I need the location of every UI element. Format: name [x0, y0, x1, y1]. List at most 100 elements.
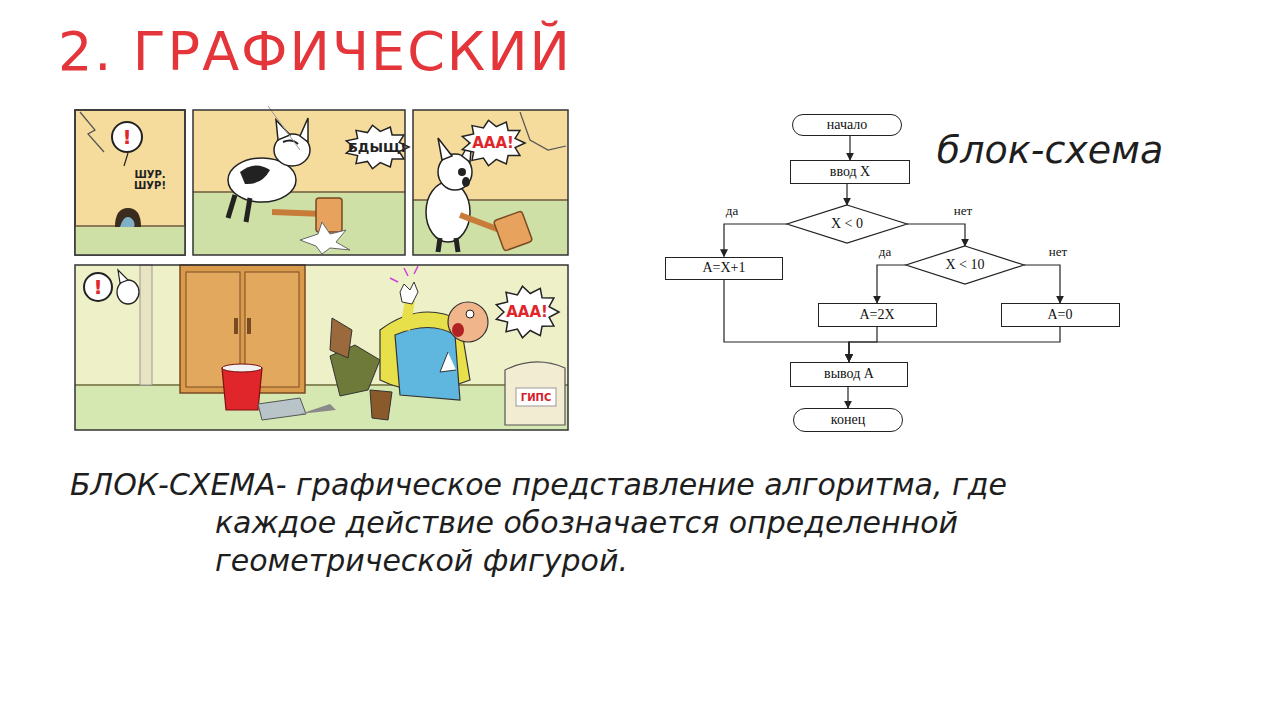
speech-burst — [346, 125, 409, 169]
exclamation-mark: ! — [122, 125, 131, 149]
comic-panel-2-part — [300, 222, 350, 254]
comic-panel-1-part — [115, 208, 141, 227]
comic-panel-4-part — [118, 270, 128, 283]
node-text: X < 10 — [945, 257, 984, 273]
bag-label: ГИПС — [521, 392, 551, 403]
branch-label: да — [724, 203, 740, 219]
scream-text: ААА! — [472, 134, 514, 152]
comic-panel-4-part — [448, 302, 488, 342]
comic-panel-3-part — [456, 238, 458, 252]
speech-burst — [496, 286, 559, 337]
diamond-outline — [906, 246, 1024, 284]
comic-panel-2-part — [228, 195, 235, 218]
flow-connector — [846, 184, 847, 205]
comic-panel-4-part — [140, 265, 152, 385]
comic-panel-4-part — [75, 385, 568, 430]
comic-panel-4-part — [395, 328, 460, 401]
comic-panel-2-part — [193, 191, 405, 193]
comic-panel-3-part — [458, 168, 466, 176]
comic-panel-4-part — [117, 280, 139, 304]
input-box: ввод X — [790, 160, 910, 184]
comic-panel-3 — [413, 110, 568, 255]
speech-burst — [462, 120, 525, 166]
slide-title: 2. ГРАФИЧЕСКИЙ — [58, 20, 572, 83]
comic-panel-4-part — [234, 318, 238, 334]
comic-panel-3-part — [413, 110, 568, 255]
comic-panel-4-part — [222, 364, 262, 372]
process-box: A=X+1 — [665, 257, 783, 280]
decision-diamond: X < 0 — [787, 205, 907, 243]
comic-panel-2-part — [240, 165, 270, 184]
comic-panel-4-part — [84, 273, 112, 301]
comic-panel-4-part — [247, 318, 251, 334]
comic-panel-3-part — [462, 120, 525, 166]
diamond-outline — [787, 205, 907, 243]
comic-panel-2-part — [268, 106, 300, 150]
node-text: вывод A — [824, 366, 874, 382]
comic-panel-1-part — [75, 110, 185, 255]
comic-panel-4-part — [452, 323, 464, 337]
comic-panel-4-part — [222, 368, 262, 410]
comic-panel-1-part — [75, 226, 185, 255]
comic-panel-2-part — [246, 198, 250, 222]
flow-connector — [847, 387, 848, 409]
node-text: X < 0 — [831, 216, 863, 232]
flowchart-heading: блок-схема — [937, 128, 1163, 172]
branch-label: нет — [952, 203, 974, 219]
flow-connector — [877, 265, 906, 303]
process-box: A=2X — [818, 303, 937, 327]
comic-panel-2 — [193, 106, 409, 255]
comic-panel-4-part — [390, 266, 418, 282]
comic-panel-4-part — [400, 282, 418, 304]
flow-connector — [907, 224, 965, 246]
exclamation-mark: ! — [93, 275, 102, 299]
comic-panel-3-part — [520, 112, 566, 150]
flow-connector — [849, 327, 1060, 362]
definition-caption: БЛОК-СХЕМА- графическое представление ал… — [70, 466, 1110, 580]
comic-panel-1-part — [120, 217, 135, 227]
comic-panel-4-part — [505, 362, 565, 425]
comic-panel-3-part — [426, 182, 470, 242]
branch-label: нет — [1047, 244, 1069, 260]
comic-panel-4-part — [75, 265, 568, 430]
flow-connector — [1024, 265, 1060, 303]
comic-panel-4 — [75, 265, 568, 430]
comic-panel-2-part — [346, 125, 409, 169]
comic-panel-3-part — [462, 177, 470, 187]
comic-panel-4-part — [440, 352, 456, 372]
output-box: вывод A — [790, 362, 908, 387]
comic-panel-2-part — [193, 110, 405, 255]
comic-panel-4-part — [330, 318, 352, 358]
decision-diamond: X < 10 — [906, 246, 1024, 284]
comic-panel-1-part — [124, 153, 128, 166]
flow-connector — [849, 136, 850, 160]
comic-panel-3-part — [413, 110, 568, 255]
terminal-start: начало — [792, 114, 902, 136]
branch-label: да — [877, 244, 893, 260]
comic-panel-4-part — [466, 310, 474, 318]
node-text: A=0 — [1047, 307, 1072, 323]
comic-panel-1-part — [112, 122, 142, 152]
comic-panel-3-part — [438, 238, 440, 252]
scream-text: ААА! — [506, 303, 548, 321]
sound-effect: ШУР. ШУР! — [133, 169, 167, 191]
comic-panel-4-part — [516, 388, 556, 406]
node-text: начало — [827, 117, 868, 133]
comic-panel-4-part — [370, 390, 392, 420]
comic-panel-3-part — [493, 211, 532, 251]
comic-panel-1-part — [80, 112, 104, 152]
comic-panel-4-part — [75, 265, 568, 430]
node-text: ввод X — [830, 164, 870, 180]
flow-connector — [724, 224, 787, 257]
comic-panel-4-part — [300, 404, 336, 414]
comic-panel-2-part — [193, 192, 405, 255]
node-text: A=X+1 — [702, 260, 745, 276]
process-box: A=0 — [1001, 303, 1120, 327]
comic-panel-1 — [75, 110, 185, 255]
comic-panel-1-part — [75, 110, 185, 255]
node-text: конец — [831, 412, 865, 428]
